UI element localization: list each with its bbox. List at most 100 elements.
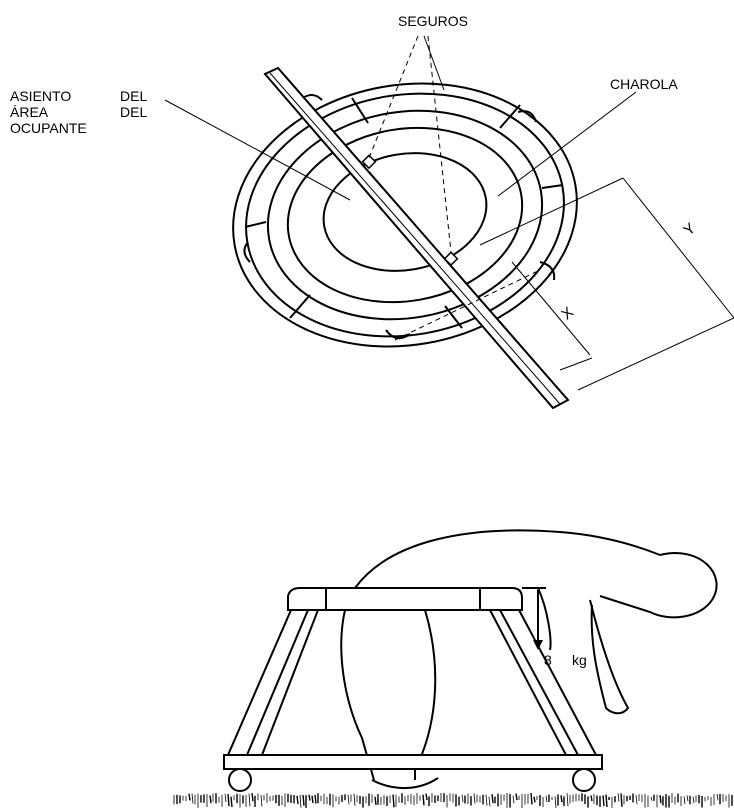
ground-hatch-mark [296,795,299,805]
ground-hatch-mark [227,794,230,807]
ground-hatch-mark [188,793,191,801]
test-bar-highlight [269,72,561,405]
ground-hatch-mark [545,795,548,803]
ground-hatch-mark [251,793,254,802]
ground-hatch-mark [308,794,311,801]
spoke [444,305,463,329]
walker-side-view [223,529,718,792]
label-weight-unit: kg [572,652,587,668]
leader-charola [497,91,637,197]
ground-hatch-mark [488,796,491,807]
ground-hatch-mark [512,795,515,804]
frame-leg-mid-1 [261,609,319,756]
ground-hatch-mark [602,795,605,807]
ground-hatch-mark [686,795,689,802]
ground-hatch-mark [683,796,686,805]
ground-hatch-mark [485,794,488,806]
frame-leg-mid-2 [489,609,567,756]
lock-upper [361,154,377,170]
ground-hatch-mark [347,794,350,805]
ground-hatch-mark [353,793,356,806]
infant-back [354,529,661,589]
dim-ext-1 [479,177,624,246]
frame-leg-right-inner [499,609,579,756]
wheel-right [572,768,596,792]
ground-hatch-mark [302,794,305,806]
ground-hatch-mark [299,794,302,808]
walker-top-view [164,35,734,410]
ground-hatch-mark [659,794,662,804]
dim-y-arrow [622,177,734,319]
leader-seguros-1 [368,35,419,159]
ground-hatch-mark [425,793,428,801]
dim-ext-2 [577,317,734,391]
ground-hatch-mark [650,796,653,801]
ground-hatch-mark [422,794,425,806]
dim-ext-3 [559,357,593,371]
ground-hatch-mark [374,796,377,806]
ground-hatch-mark [716,794,719,801]
ground-hatch-mark [560,795,563,803]
spoke [289,294,311,319]
load-arrowhead [533,640,543,650]
ground-hatch-mark [692,796,695,804]
ground-hatch-mark [530,793,533,805]
wheel [243,241,251,263]
ground-hatch-mark [605,794,608,808]
lock-lower [443,251,459,267]
ground-hatch-mark [191,793,194,804]
ground-hatch-mark [209,795,212,804]
tray-inner-ring [286,126,524,304]
ground-hatch-mark [473,793,476,804]
label-asiento-line1b: DEL [120,88,148,104]
label-asiento-line3: OCUPANTE [10,120,87,136]
ground-hatch-mark [392,794,395,808]
ground-hatch-mark [224,794,227,802]
infant-head [599,552,718,619]
ground-hatch-mark [620,793,623,807]
ground-hatch-mark [260,795,263,807]
wheel [517,110,537,123]
leader-seguros-2 [427,35,452,253]
ground-hatch-mark [554,796,557,808]
label-weight-value: 8 [544,652,552,668]
frame-leg-right-outer [518,609,597,756]
ground-hatch-mark [515,793,518,801]
wheel [539,261,556,281]
ground-hatch-mark [491,794,494,804]
ground-hatch-mark [566,793,569,807]
dim-x-arrow [511,261,591,356]
infant-chest [537,587,552,651]
ground-hatch-mark [230,796,233,807]
spoke [244,221,267,228]
infant-leg-left [340,609,375,781]
ground-hatch-mark [617,793,620,802]
infant-arm [589,599,630,715]
walker-base [223,754,603,770]
walker-tray [287,587,523,611]
ground-hatch-mark [314,794,317,804]
ground-hatch-mark [461,794,464,803]
ground-hatching [173,793,733,808]
leader-seguros-3 [423,35,445,91]
label-asiento-line2a: ÁREA [10,104,49,120]
frame-leg-left-inner [246,609,309,756]
infant-foot [371,777,439,790]
label-asiento-line1a: ASIENTO [10,88,72,104]
wheel [385,329,411,340]
outer-frame-ring [232,82,578,348]
label-asiento-line2b: DEL [120,104,148,120]
seat-ring [322,152,488,272]
ground-hatch-mark [248,793,251,807]
spoke [541,184,564,189]
leader-asiento [164,99,351,201]
ground-hatch-mark [533,796,536,803]
ground-hatch-mark [311,795,314,804]
spoke [351,97,369,124]
label-charola: CHAROLA [610,76,678,92]
ground-hatch-mark [590,795,593,802]
label-seguros: SEGUROS [398,13,469,29]
ground-hatch-mark [635,795,638,805]
